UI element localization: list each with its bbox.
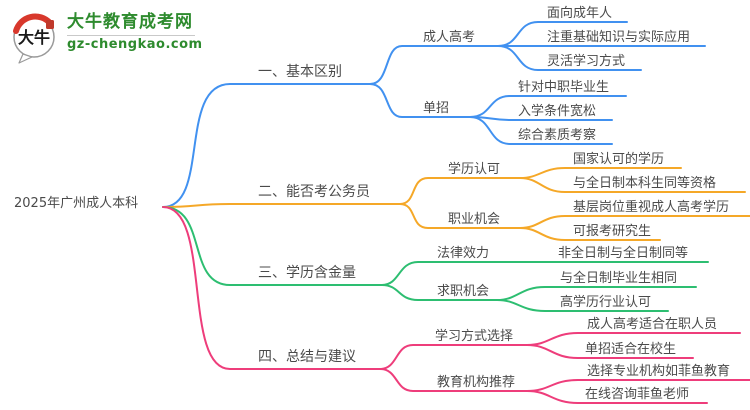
leaf-label: 基层岗位重视成人高考学历	[573, 200, 730, 215]
leaf-label: 灵活学习方式	[547, 54, 626, 69]
logo-title: 大牛教育成考网	[67, 12, 193, 32]
branch-2-label: 二、能否考公务员	[258, 184, 370, 200]
subtopic-label: 职业机会	[448, 212, 501, 227]
subtopic-label: 学历认可	[448, 162, 501, 177]
logo-badge-text: 大牛	[18, 28, 50, 47]
subtopic-label: 单招	[423, 101, 450, 116]
leaf-label: 在线咨询菲鱼老师	[585, 387, 690, 402]
site-logo: 大牛 大牛教育成考网 gz-chengkao.com	[10, 12, 203, 64]
branch-1-label: 一、基本区别	[258, 64, 342, 80]
daniu-logo-icon: 大牛	[13, 13, 55, 64]
leaf-label: 综合素质考察	[518, 128, 597, 143]
logo-domain: gz-chengkao.com	[67, 37, 203, 52]
leaf-label: 入学条件宽松	[518, 104, 597, 119]
branch-3-label: 三、学历含金量	[258, 265, 356, 281]
leaf-label: 成人高考适合在职人员	[587, 317, 718, 332]
subtopic-label: 教育机构推荐	[437, 375, 516, 390]
leaf-label: 针对中职毕业生	[518, 80, 610, 95]
subtopic-label: 学习方式选择	[435, 329, 514, 344]
leaf-label: 面向成年人	[547, 6, 613, 21]
branch-2-lines	[162, 167, 750, 241]
leaf-label: 注重基础知识与实际应用	[547, 30, 691, 45]
leaf-label: 非全日制与全日制同等	[558, 246, 689, 261]
branch-1-lines	[162, 21, 706, 208]
leaf-label: 与全日制本科生同等资格	[573, 176, 717, 191]
branch-4-label: 四、总结与建议	[258, 349, 356, 365]
logo-divider	[67, 35, 195, 36]
leaf-label: 高学历行业认可	[560, 295, 652, 310]
branch-4-lines	[162, 206, 750, 404]
subtopic-label: 成人高考	[423, 30, 476, 45]
leaf-label: 单招适合在校生	[585, 342, 677, 357]
subtopic-label: 法律效力	[437, 246, 490, 261]
leaf-label: 国家认可的学历	[573, 152, 665, 167]
root-node: 2025年广州成人本科	[14, 196, 139, 211]
subtopic-label: 求职机会	[437, 284, 490, 299]
branch-3-lines	[162, 206, 709, 312]
leaf-label: 选择专业机构如菲鱼教育	[587, 364, 731, 379]
leaf-label: 与全日制毕业生相同	[560, 271, 678, 286]
leaf-label: 可报考研究生	[573, 224, 652, 239]
